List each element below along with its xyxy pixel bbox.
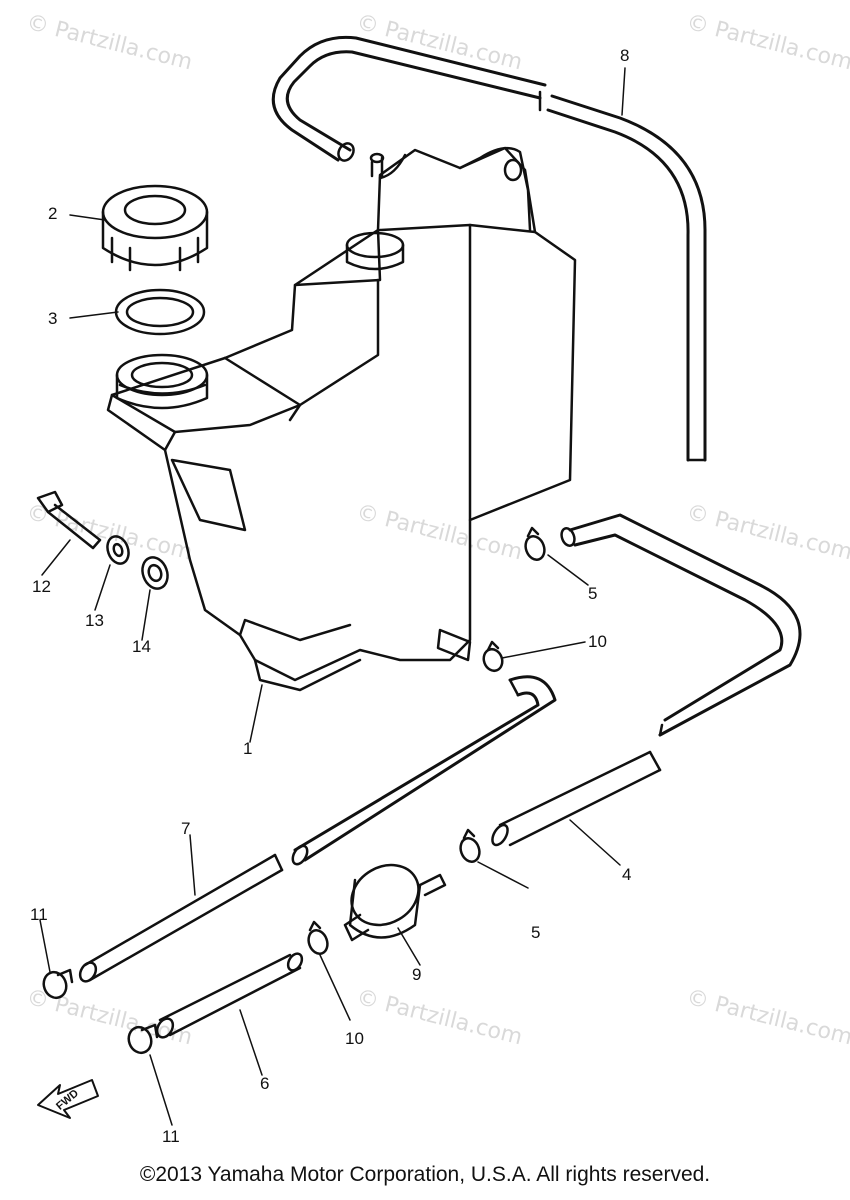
callout-11a: 11: [30, 905, 48, 924]
callout-4: 4: [622, 865, 632, 884]
clamp-11-lower: [127, 1023, 159, 1055]
hose-8: [271, 35, 707, 462]
parts-diagram: [36, 35, 802, 1126]
tank-1: [106, 146, 577, 692]
cap-2: [101, 184, 209, 272]
callout-5a: 5: [588, 584, 598, 603]
filter-9: [343, 863, 447, 942]
copyright-notice: ©2013 Yamaha Motor Corporation, U.S.A. A…: [139, 1163, 711, 1186]
callout-13: 13: [85, 611, 104, 630]
callout-6: 6: [260, 1074, 270, 1093]
callout-2: 2: [48, 204, 58, 223]
clamp-11-upper: [42, 968, 74, 1000]
callout-9: 9: [412, 965, 422, 984]
callout-10a: 10: [588, 632, 607, 651]
hose-7: [78, 675, 557, 983]
leader-lines: [39, 67, 626, 1126]
clamp-10-upper: [482, 640, 504, 673]
callout-3: 3: [48, 309, 58, 328]
callout-12: 12: [32, 577, 51, 596]
grommet-14: [141, 556, 169, 590]
fwd-arrow-icon: [37, 1079, 99, 1119]
hose-6: [155, 952, 304, 1039]
callout-5b: 5: [531, 923, 541, 942]
callout-11b: 11: [162, 1127, 180, 1146]
callout-1: 1: [243, 739, 253, 758]
callout-14: 14: [132, 637, 151, 656]
clamp-10-lower: [307, 920, 329, 955]
bolt-12: [36, 490, 102, 550]
callout-7: 7: [181, 819, 191, 838]
washer-13: [106, 535, 130, 565]
clamp-5-upper: [524, 526, 546, 561]
callout-10b: 10: [345, 1029, 364, 1048]
clamp-5-lower: [459, 828, 481, 863]
callout-8: 8: [620, 46, 630, 65]
hose-4: [491, 513, 802, 847]
gasket-3: [114, 288, 206, 336]
